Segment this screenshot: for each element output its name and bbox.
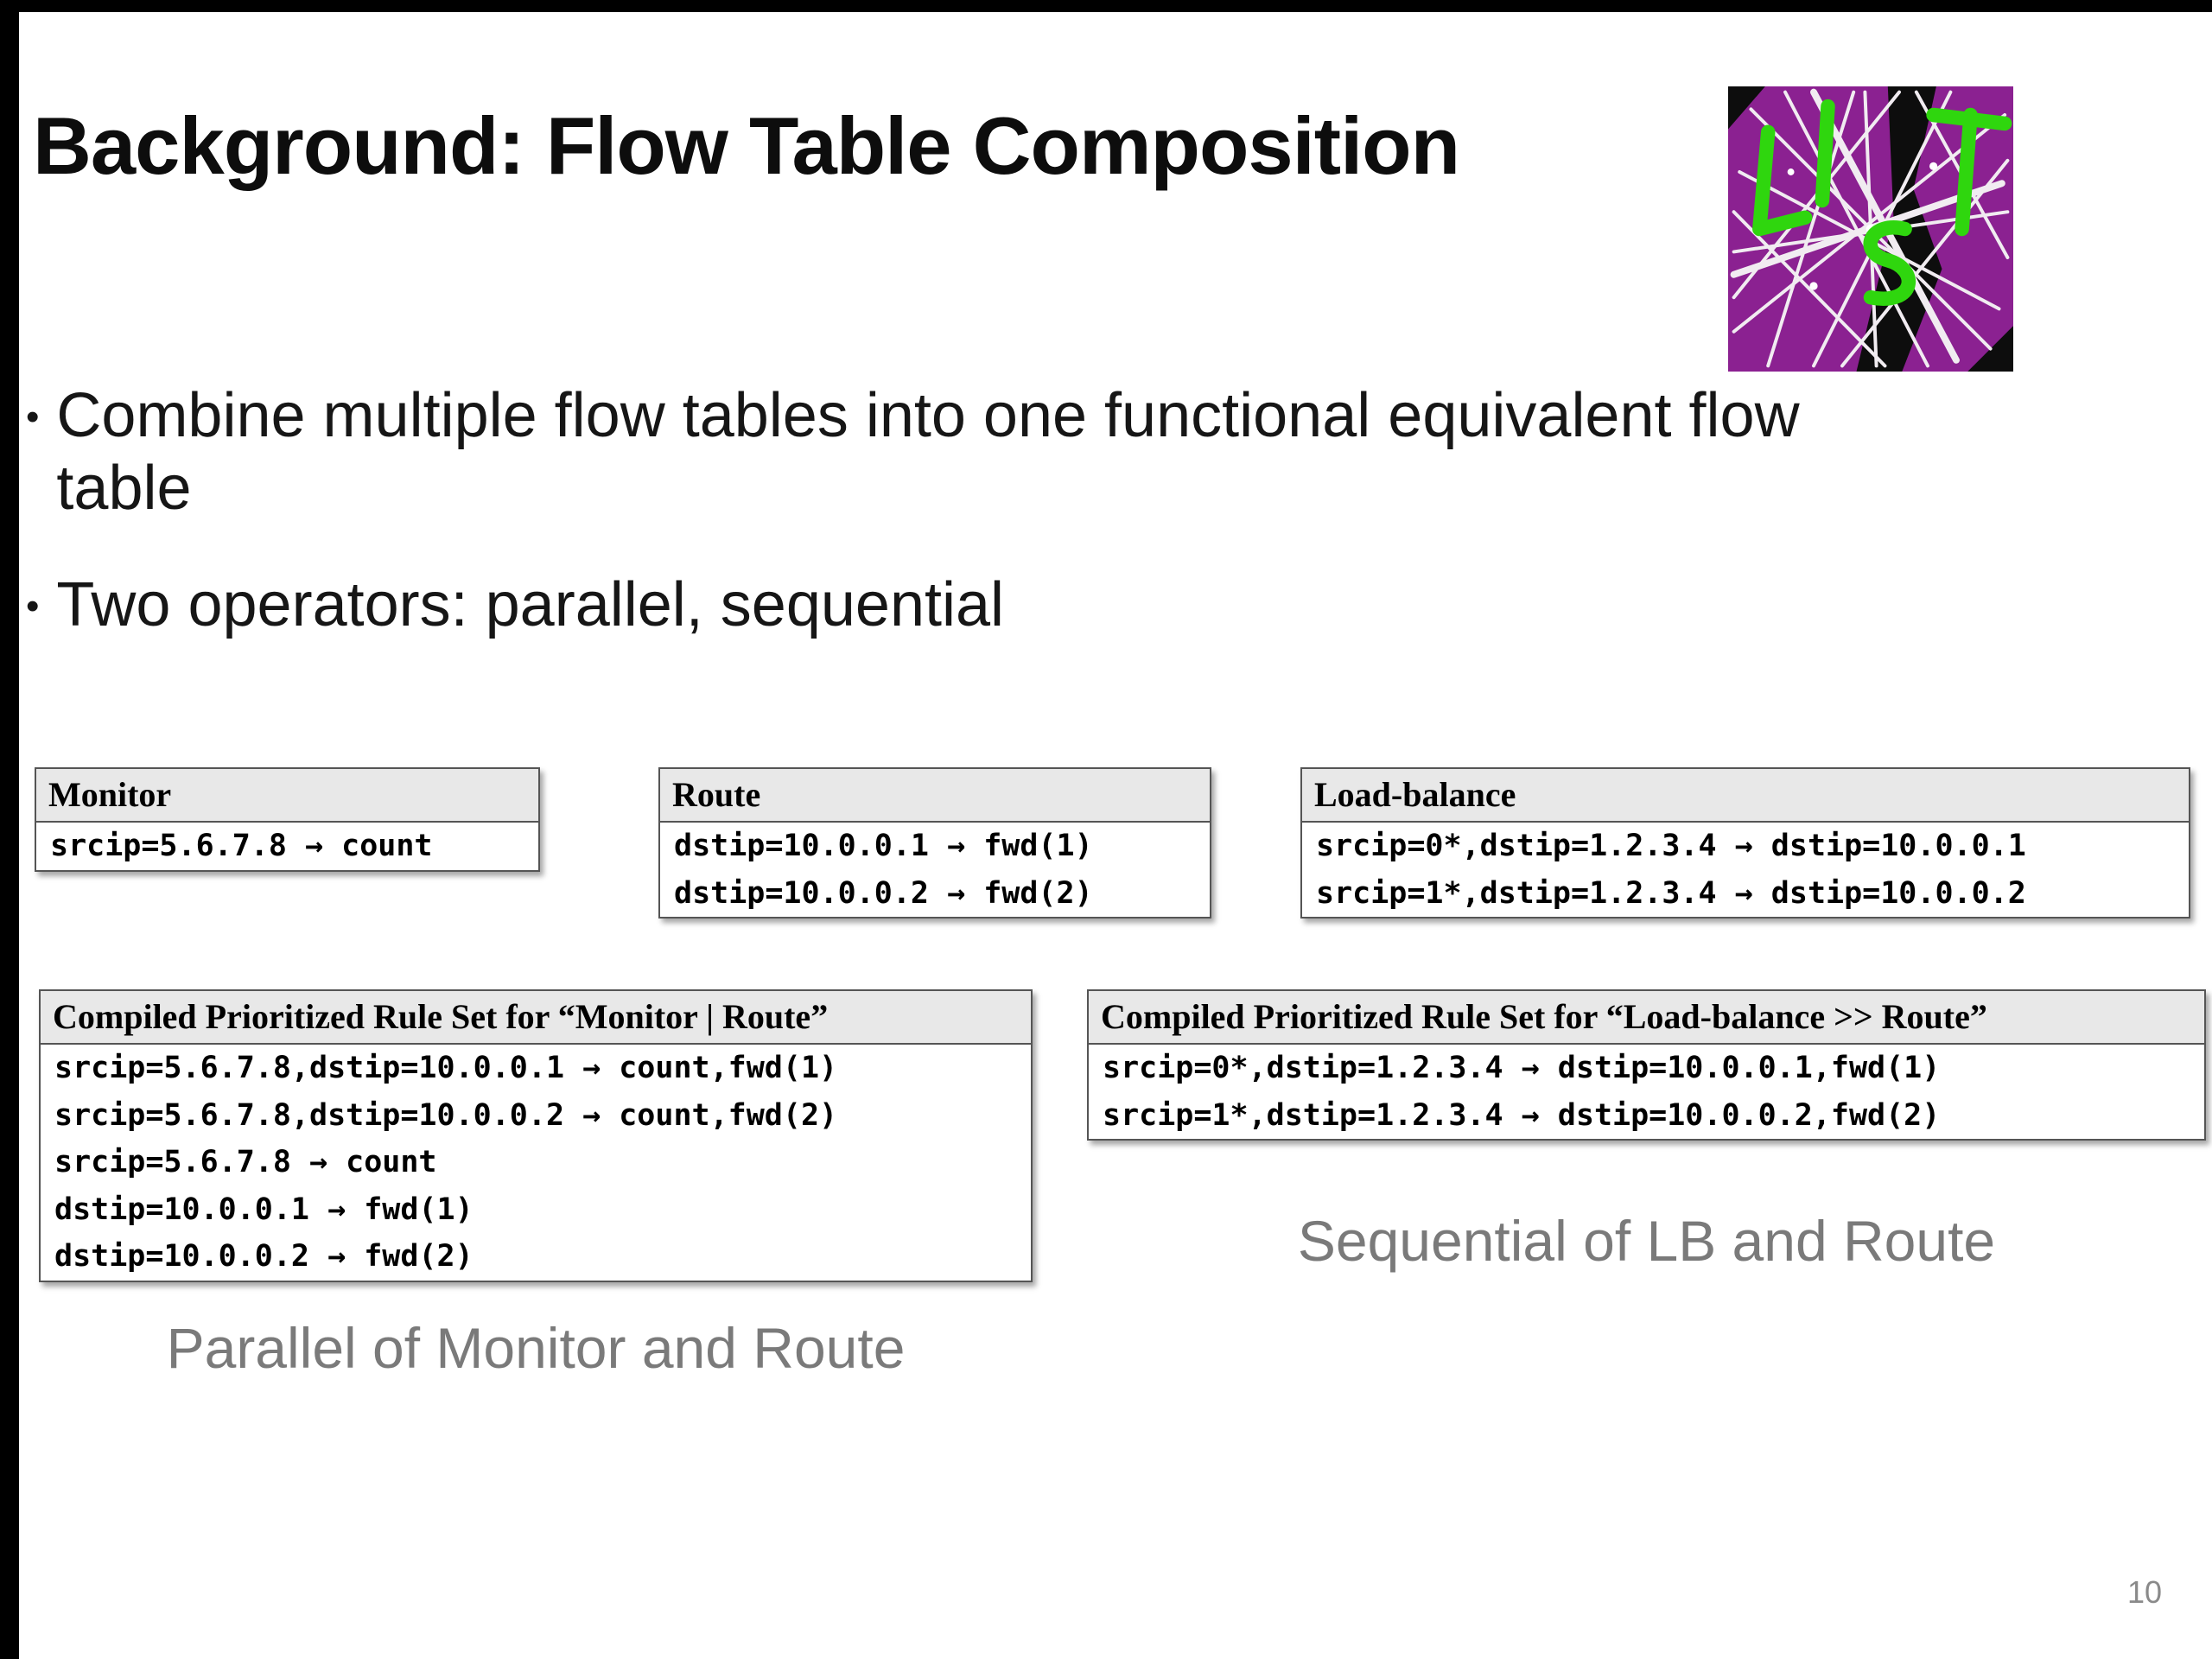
flow-rule: srcip=5.6.7.8,dstip=10.0.0.2 → count,fwd… xyxy=(54,1097,838,1133)
bullet-list: • Combine multiple flow tables into one … xyxy=(26,380,1892,689)
logo-graphic xyxy=(1728,86,2013,372)
load-balance-flow-table: Load-balance srcip=0*,dstip=1.2.3.4 → ds… xyxy=(1300,767,2190,918)
page-number: 10 xyxy=(2126,1574,2162,1610)
left-black-bar xyxy=(0,0,19,1659)
flow-rule: dstip=10.0.0.1 → fwd(1) xyxy=(674,829,1093,863)
bullet-text: Combine multiple flow tables into one fu… xyxy=(56,381,1800,523)
sequential-caption: Sequential of LB and Route xyxy=(1297,1209,1996,1273)
flow-rule: srcip=5.6.7.8,dstip=10.0.0.1 → count,fwd… xyxy=(54,1051,838,1085)
flow-rule: srcip=0*,dstip=1.2.3.4 → dstip=10.0.0.1,… xyxy=(1103,1051,1941,1085)
flow-rule: srcip=0*,dstip=1.2.3.4 → dstip=10.0.0.1 xyxy=(1316,829,2026,863)
parallel-compiled-table: Compiled Prioritized Rule Set for “Monit… xyxy=(39,989,1033,1282)
monitor-flow-table: Monitor srcip=5.6.7.8 → count xyxy=(35,767,540,872)
bullet-marker: • xyxy=(26,396,40,438)
parallel-caption: Parallel of Monitor and Route xyxy=(166,1316,906,1380)
bullet-text: Two operators: parallel, sequential xyxy=(56,570,1005,640)
flow-rule: srcip=1*,dstip=1.2.3.4 → dstip=10.0.0.2 xyxy=(1316,875,2026,911)
list-network-logo-icon xyxy=(1728,86,2013,372)
bullet-item: • Two operators: parallel, sequential xyxy=(26,569,1892,644)
parallel-compiled-header: Compiled Prioritized Rule Set for “Monit… xyxy=(41,991,1031,1045)
flow-rule: dstip=10.0.0.2 → fwd(2) xyxy=(54,1239,474,1274)
sequential-compiled-table: Compiled Prioritized Rule Set for “Load-… xyxy=(1087,989,2206,1141)
flow-rule: srcip=1*,dstip=1.2.3.4 → dstip=10.0.0.2,… xyxy=(1103,1097,1941,1133)
route-table-header: Route xyxy=(660,769,1210,823)
flow-rule: dstip=10.0.0.1 → fwd(1) xyxy=(54,1192,474,1227)
slide-title: Background: Flow Table Composition xyxy=(33,100,1460,191)
top-black-bar xyxy=(0,0,2212,12)
bullet-marker: • xyxy=(26,585,40,628)
flow-rule: dstip=10.0.0.2 → fwd(2) xyxy=(674,875,1093,911)
route-flow-table: Route dstip=10.0.0.1 → fwd(1) dstip=10.0… xyxy=(658,767,1211,918)
bullet-item: • Combine multiple flow tables into one … xyxy=(26,380,1892,524)
flow-rule: srcip=5.6.7.8 → count xyxy=(50,829,433,863)
flow-rule: srcip=5.6.7.8 → count xyxy=(54,1145,437,1179)
sequential-compiled-header: Compiled Prioritized Rule Set for “Load-… xyxy=(1089,991,2204,1045)
monitor-table-header: Monitor xyxy=(36,769,538,823)
load-balance-table-header: Load-balance xyxy=(1302,769,2189,823)
